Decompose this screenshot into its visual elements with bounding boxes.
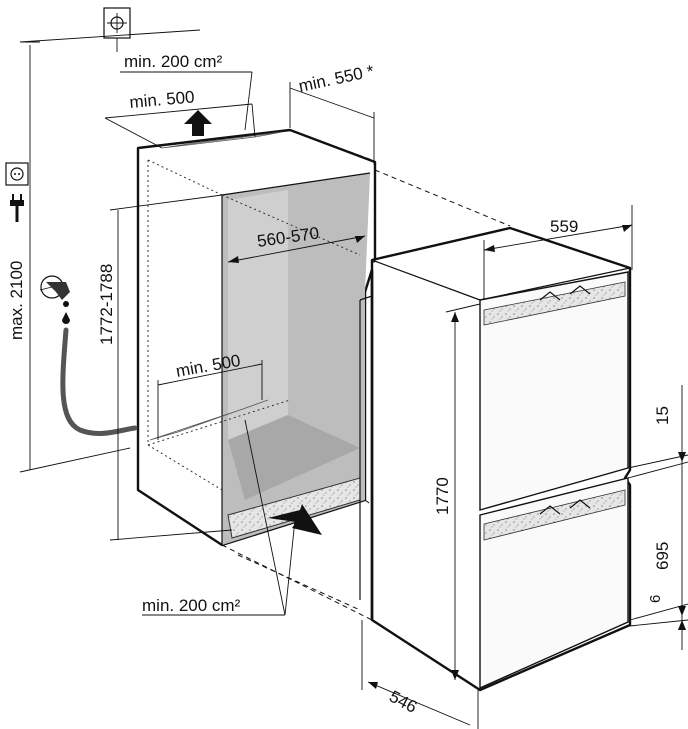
dimension-reference-icon [19, 7, 201, 52]
dim-door-gaps: 15 695 6 [627, 385, 688, 650]
plug-icon [10, 194, 24, 222]
label-depth-min: min. 550 * [297, 61, 376, 96]
dim-vent-bottom-area: min. 200 cm² [142, 419, 296, 616]
airflow-arrow-icon [184, 110, 322, 535]
label-vent-top-width: min. 500 [129, 87, 196, 112]
label-appliance-depth: 546 [386, 687, 420, 717]
label-appliance-width: 559 [550, 217, 578, 236]
dim-appliance-height: 1770 [433, 303, 481, 680]
water-tap-icon [39, 275, 70, 324]
dim-vent-top-area: min. 200 cm² [120, 52, 253, 131]
power-socket-icon [5, 162, 29, 186]
label-appliance-height: 1770 [433, 477, 452, 515]
label-gap-bottom: 6 [647, 595, 664, 603]
label-vent-top-area: min. 200 cm² [124, 52, 223, 71]
niche-cabinet [136, 128, 377, 547]
label-niche-height: 1772-1788 [97, 264, 116, 345]
label-height-max: max. 2100 [7, 261, 26, 340]
label-door-height: 695 [653, 542, 672, 570]
label-gap-top: 15 [653, 406, 672, 425]
water-hose [60, 327, 138, 436]
label-vent-bottom-area: min. 200 cm² [142, 596, 241, 615]
projection-lines [221, 129, 511, 621]
dim-appliance-width: 559 [483, 205, 633, 300]
appliance-body [359, 226, 632, 692]
dim-niche-height: 1772-1788 [97, 194, 233, 541]
dim-height-max: max. 2100 [7, 41, 131, 473]
